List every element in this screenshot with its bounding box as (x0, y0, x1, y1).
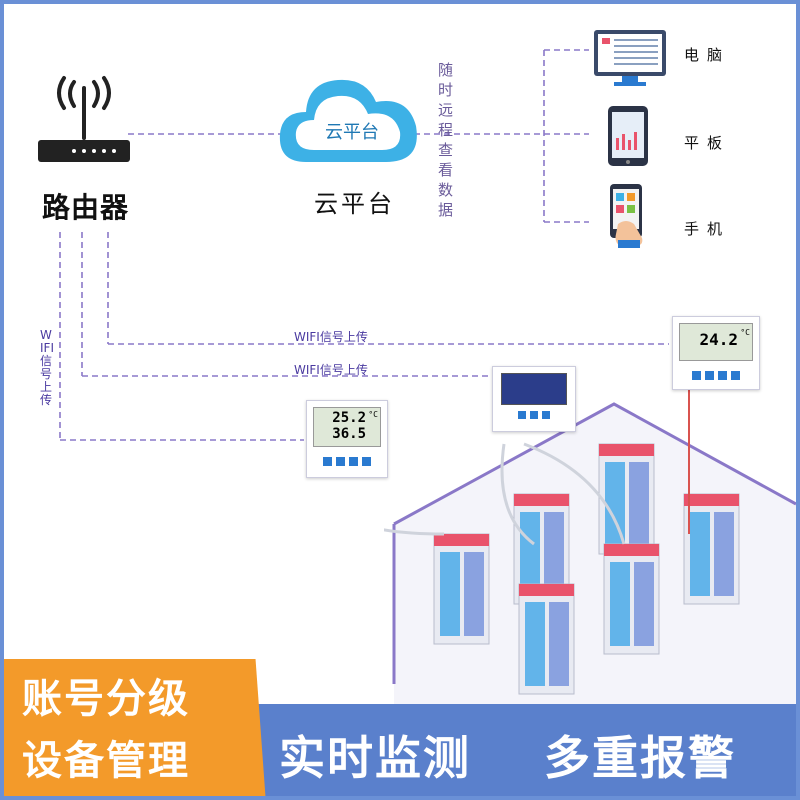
sensor-device-3 (492, 366, 576, 432)
sensor-1-button[interactable] (349, 457, 358, 466)
sensor-2-unit: °C (740, 328, 750, 337)
wifi-label-side: WIFI信号上传 (40, 328, 54, 407)
bottom-banner-blue (254, 704, 796, 796)
sensor-3-button[interactable] (530, 411, 538, 419)
sensor-1-button[interactable] (362, 457, 371, 466)
device-label-tablet: 平板 (684, 134, 731, 152)
cloud-label: 云平台 (314, 190, 395, 218)
sensor-3-button[interactable] (542, 411, 550, 419)
bottom-banner-orange (4, 659, 266, 796)
remote-label: 随时远程查看数据 (438, 61, 454, 219)
banner-left-line1: 账号分级 (22, 676, 190, 722)
device-label-phone: 手机 (684, 220, 731, 238)
cloud-icon: 云平台 (279, 79, 417, 162)
sensor-1-unit: °C (368, 410, 378, 419)
server-room (384, 384, 796, 704)
phone-icon (610, 184, 643, 248)
desktop-icon (594, 30, 666, 86)
router-label: 路由器 (42, 191, 130, 224)
sensor-1-button[interactable] (336, 457, 345, 466)
router-icon (38, 76, 130, 162)
sensor-1-hum: 36.5 (332, 426, 366, 442)
sensor-1-button[interactable] (323, 457, 332, 466)
sensor-device-2: 24.2 °C (672, 316, 760, 390)
sensor-device-1: 25.2 °C 36.5 (306, 400, 388, 478)
wifi-label-mid: WIFI信号上传 (294, 363, 368, 377)
banner-right-part2: 多重报警 (544, 731, 736, 785)
tablet-icon (608, 106, 648, 166)
sensor-3-buttons (493, 411, 575, 419)
sensor-2-button[interactable] (718, 371, 727, 380)
sensor-2-temp: 24.2 (699, 330, 738, 349)
sensor-1-buttons (307, 457, 387, 466)
sensor-2-button[interactable] (731, 371, 740, 380)
sensor-3-button[interactable] (518, 411, 526, 419)
server-rack-group (433, 443, 740, 695)
banner-right-part1: 实时监测 (279, 731, 471, 785)
device-label-desktop: 电脑 (684, 46, 731, 64)
wifi-label-top: WIFI信号上传 (294, 330, 368, 344)
cloud-icon-text: 云平台 (325, 122, 379, 143)
sensor-1-screen: 25.2 °C 36.5 (313, 407, 381, 447)
sensor-2-button[interactable] (705, 371, 714, 380)
sensor-1-temp: 25.2 (332, 410, 366, 426)
sensor-2-buttons (673, 371, 759, 380)
sensor-2-button[interactable] (692, 371, 701, 380)
sensor-3-screen (501, 373, 567, 405)
banner-left-line2: 设备管理 (22, 738, 190, 784)
connection-lines (59, 49, 669, 441)
sensor-2-screen: 24.2 °C (679, 323, 753, 361)
